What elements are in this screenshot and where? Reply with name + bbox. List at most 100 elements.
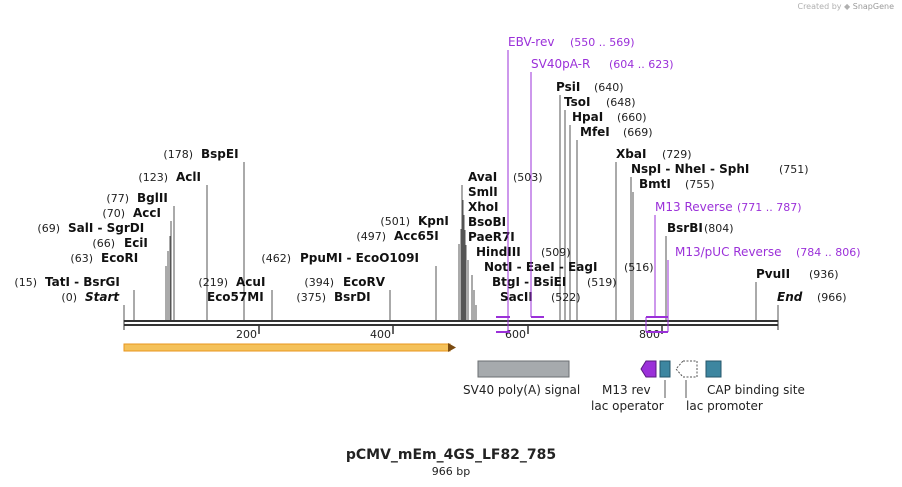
enzyme-label: AcuI(219) xyxy=(198,275,265,289)
enzyme-position: (751) xyxy=(779,163,809,176)
enzyme-position: (69) xyxy=(37,222,60,235)
enzyme-position: (966) xyxy=(817,291,847,304)
enzyme-name: BtgI - BsiEI xyxy=(492,275,566,289)
enzyme-label: BtgI - BsiEI (519) xyxy=(492,275,617,289)
enzyme-label: BmtI(755) xyxy=(639,177,715,191)
enzyme-name: BspEI xyxy=(201,147,239,161)
primer-label: M13/pUC Reverse(784 .. 806) xyxy=(675,245,861,259)
enzyme-name: MfeI xyxy=(580,125,610,139)
enzyme-label: EcoRV(394) xyxy=(304,275,385,289)
enzyme-position: (0) xyxy=(61,291,77,304)
enzyme-name: AvaI xyxy=(468,170,497,184)
enzyme-name: XhoI xyxy=(468,200,499,214)
enzyme-label: XhoI xyxy=(468,200,499,214)
enzyme-name: PvuII xyxy=(756,267,790,281)
enzyme-position: (509) xyxy=(541,246,571,259)
enzyme-label: SacII (522) xyxy=(500,290,581,304)
axis-tick-label: 800 xyxy=(639,328,660,341)
enzyme-position: (519) xyxy=(587,276,617,289)
enzyme-label: Acc65I(497) xyxy=(356,229,438,243)
primer-label: EBV-rev(550 .. 569) xyxy=(508,35,635,49)
enzyme-label: XbaI(729) xyxy=(616,147,692,161)
enzyme-position: (516) xyxy=(624,261,654,274)
enzyme-position: (522) xyxy=(551,291,581,304)
primer-range: (784 .. 806) xyxy=(796,246,861,259)
enzyme-position: (936) xyxy=(809,268,839,281)
enzyme-position: (70) xyxy=(102,207,125,220)
enzyme-position: (804) xyxy=(704,222,734,235)
enzyme-name: XbaI xyxy=(616,147,646,161)
enzyme-name: Acc65I xyxy=(394,229,439,243)
feature-label-m13-rev: M13 rev xyxy=(602,383,651,397)
enzyme-position: (123) xyxy=(138,171,168,184)
enzyme-label: PpuMI - EcoO109I (462) xyxy=(261,251,419,265)
enzyme-name: EciI xyxy=(124,236,148,250)
enzyme-label: BglII(77) xyxy=(106,191,167,205)
enzyme-name: BsoBI xyxy=(468,215,506,229)
enzyme-label: TsoI(648) xyxy=(564,95,636,109)
enzyme-position: (66) xyxy=(92,237,115,250)
enzyme-label: SmlI xyxy=(468,185,498,199)
credit-brand: SnapGene xyxy=(852,2,894,11)
enzyme-label: NspI - NheI - SphI (751) xyxy=(631,162,809,176)
enzyme-position: (648) xyxy=(606,96,636,109)
enzyme-label: PaeR7I xyxy=(468,230,515,244)
enzyme-name: BsrDI xyxy=(334,290,371,304)
enzyme-label: BspEI (178) xyxy=(163,147,238,161)
enzyme-position: (77) xyxy=(106,192,129,205)
m13-rev-arrow-icon xyxy=(640,360,657,378)
enzyme-label: BsrDI(375) xyxy=(296,290,370,304)
enzyme-position: (178) xyxy=(163,148,193,161)
enzyme-name: NspI - NheI - SphI xyxy=(631,162,749,176)
enzyme-name: Eco57MI xyxy=(207,290,264,304)
enzyme-label: KpnI(501) xyxy=(380,214,449,228)
feature-label-cap-binding-site: CAP binding site xyxy=(707,383,805,397)
enzyme-name: SalI - SgrDI xyxy=(68,221,144,235)
enzyme-position: (669) xyxy=(623,126,653,139)
enzyme-position: (755) xyxy=(685,178,715,191)
enzyme-name: EcoRI xyxy=(101,251,138,265)
enzyme-label: HpaI(660) xyxy=(572,110,647,124)
axis-tick-label: 200 xyxy=(236,328,257,341)
primer-label: SV40pA-R (604 .. 623) xyxy=(531,57,674,71)
enzyme-label: Eco57MI xyxy=(207,290,264,304)
enzyme-name: NotI - EaeI - EagI xyxy=(484,260,597,274)
lac-operator-box xyxy=(659,360,671,378)
feature-label-sv40-polya: SV40 poly(A) signal xyxy=(463,383,580,397)
axis-tick-label: 400 xyxy=(370,328,391,341)
primer-range: (604 .. 623) xyxy=(609,58,674,71)
enzyme-name: PpuMI - EcoO109I xyxy=(300,251,419,265)
snapgene-credit: Created by ◆ SnapGene xyxy=(797,2,894,11)
enzyme-name: PsiI xyxy=(556,80,580,94)
enzyme-name: HindIII xyxy=(476,245,521,259)
plasmid-title: pCMV_mEm_4GS_LF82_785 xyxy=(345,447,557,463)
primer-range: (550 .. 569) xyxy=(570,36,635,49)
primer-label: M13 Reverse(771 .. 787) xyxy=(655,200,802,214)
enzyme-name: AcuI xyxy=(236,275,265,289)
enzyme-name: SmlI xyxy=(468,185,498,199)
enzyme-label: NotI - EaeI - EagI (516) xyxy=(484,260,654,274)
primer-name: M13 Reverse xyxy=(655,200,733,214)
enzyme-name: EcoRV xyxy=(343,275,386,289)
feature-label-lac-promoter: lac promoter xyxy=(686,399,763,413)
enzyme-name: SacII xyxy=(500,290,533,304)
enzyme-label: BsoBI xyxy=(468,215,506,229)
plasmid-length: 966 bp xyxy=(431,465,471,478)
enzyme-label: AclI(123) xyxy=(138,170,201,184)
primer-name: SV40pA-R xyxy=(531,57,590,71)
enzyme-name: TatI - BsrGI xyxy=(45,275,120,289)
enzyme-label: PsiI(640) xyxy=(556,80,624,94)
enzyme-name: End xyxy=(777,290,803,304)
enzyme-label: End (966) xyxy=(777,290,847,304)
enzyme-label: SalI - SgrDI (69) xyxy=(37,221,144,235)
enzyme-position: (63) xyxy=(70,252,93,265)
credit-prefix: Created by xyxy=(797,2,842,11)
enzyme-position: (15) xyxy=(14,276,37,289)
cap-binding-site-box xyxy=(705,360,722,378)
enzyme-position: (660) xyxy=(617,111,647,124)
enzyme-position: (462) xyxy=(261,252,291,265)
snapgene-logo-icon: ◆ xyxy=(844,2,851,11)
enzyme-label: EcoRI (63) xyxy=(70,251,138,265)
enzyme-position: (503) xyxy=(513,171,543,184)
enzyme-position: (501) xyxy=(380,215,410,228)
